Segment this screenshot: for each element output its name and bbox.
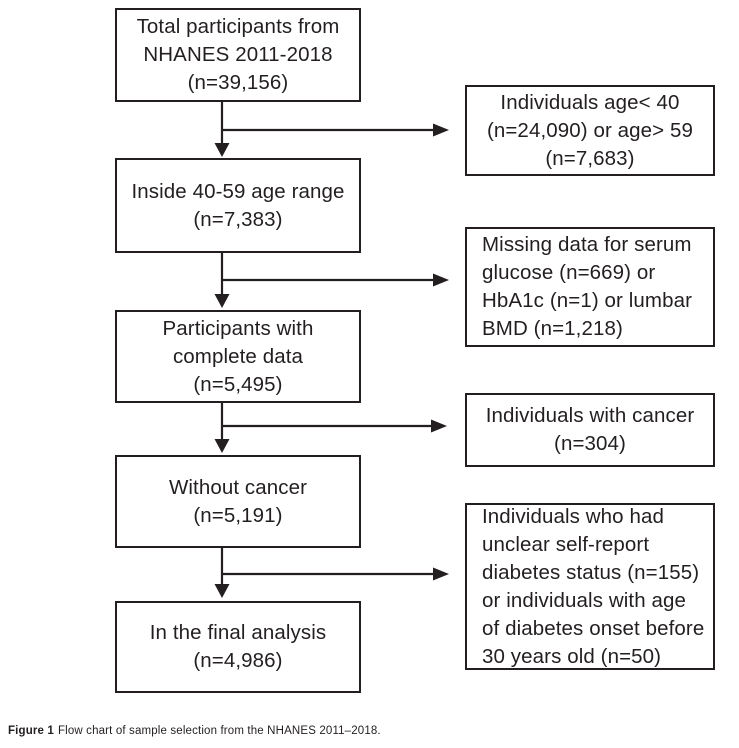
box-line: (n=5,191)	[193, 503, 283, 527]
box-line: unclear self-report	[482, 532, 650, 556]
flow-box-complete-data: Participants with complete data (n=5,495…	[115, 310, 361, 403]
box-line: complete data	[172, 344, 304, 368]
box-line: (n=5,495)	[193, 372, 283, 396]
box-line: Missing data for serum	[482, 233, 692, 256]
flow-box-excluded-cancer: Individuals with cancer (n=304)	[465, 393, 715, 467]
box-line: NHANES 2011-2018	[143, 43, 333, 66]
box-line: diabetes status (n=155)	[482, 560, 700, 584]
box-line: Without cancer	[168, 475, 308, 499]
arrow-down-3	[214, 403, 230, 453]
box-line: Participants with	[162, 316, 314, 340]
figure-caption-text: Flow chart of sample selection from the …	[57, 724, 381, 737]
flow-box-without-cancer: Without cancer (n=5,191)	[115, 455, 361, 548]
box-line: Inside 40-59 age range	[131, 179, 345, 203]
flow-box-excluded-missing-data: Missing data for serum glucose (n=669) o…	[465, 227, 715, 347]
box-line: HbA1c (n=1) or lumbar	[482, 289, 693, 312]
box-line: 30 years old (n=50)	[482, 644, 662, 668]
flow-box-total-participants: Total participants from NHANES 2011-2018…	[115, 8, 361, 102]
arrow-down-1	[214, 102, 230, 157]
flow-box-age-range: Inside 40-59 age range (n=7,383)	[115, 158, 361, 253]
box-line: of diabetes onset before	[482, 616, 705, 640]
box-line: (n=4,986)	[193, 649, 283, 672]
box-line: Individuals age< 40	[500, 90, 680, 114]
box-line: (n=24,090) or age> 59	[486, 118, 694, 142]
box-line: Total participants from	[136, 15, 340, 38]
arrow-down-2	[214, 253, 230, 308]
arrow-branch-3	[222, 419, 447, 433]
arrow-branch-2	[222, 273, 449, 287]
box-line: (n=7,683)	[545, 146, 635, 170]
box-line: (n=39,156)	[187, 71, 289, 94]
box-line: glucose (n=669) or	[482, 261, 656, 284]
arrow-branch-1	[222, 123, 449, 137]
box-line: (n=304)	[554, 432, 626, 455]
figure-caption-label: Figure 1	[8, 724, 54, 737]
box-line: (n=7,383)	[193, 207, 283, 231]
box-line: In the final analysis	[149, 621, 327, 644]
arrow-down-4	[214, 548, 230, 598]
arrow-branch-4	[222, 567, 449, 581]
flow-box-final-analysis: In the final analysis (n=4,986)	[115, 601, 361, 693]
flow-box-excluded-age: Individuals age< 40 (n=24,090) or age> 5…	[465, 85, 715, 176]
box-line: Individuals with cancer	[485, 404, 695, 427]
box-line: Individuals who had	[482, 504, 664, 528]
flow-box-excluded-diabetes: Individuals who had unclear self-report …	[465, 503, 715, 670]
box-line: or individuals with age	[482, 588, 686, 612]
box-line: BMD (n=1,218)	[482, 317, 623, 340]
